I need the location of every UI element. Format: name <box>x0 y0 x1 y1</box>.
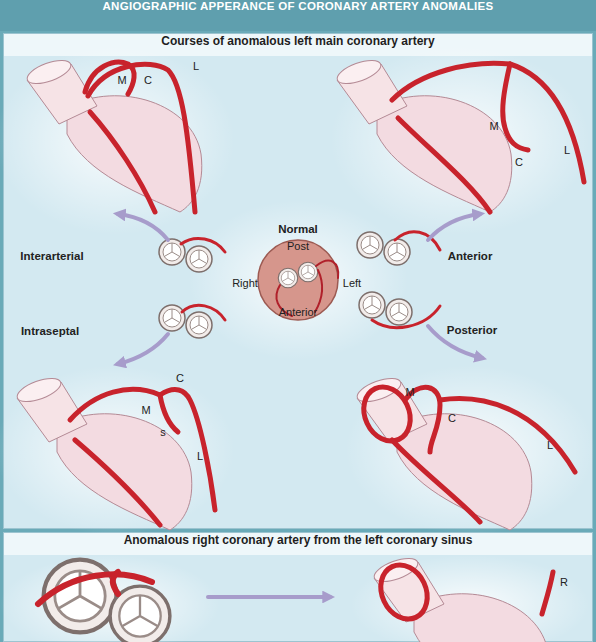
vessel <box>85 62 134 94</box>
vessel <box>372 306 440 328</box>
orientation-label: Post <box>287 240 309 252</box>
valve-pair <box>159 238 225 272</box>
glow <box>0 555 220 642</box>
arrow <box>428 326 482 358</box>
vessel <box>372 557 436 626</box>
arrow <box>428 214 480 240</box>
vessel <box>182 305 225 320</box>
view-label: Normal <box>278 223 318 235</box>
glow <box>330 45 590 235</box>
panel: Anomalous right coronary artery from the… <box>3 532 593 642</box>
valve <box>386 299 412 325</box>
valve <box>186 312 212 338</box>
vessel-letter: L <box>564 144 570 156</box>
glow <box>350 555 590 642</box>
valve-pair <box>159 305 225 338</box>
heart-outline <box>258 240 338 320</box>
vessel <box>113 572 118 594</box>
vessel <box>355 379 419 448</box>
vessel-letter: R <box>560 576 568 588</box>
course-label: Posterior <box>447 324 498 336</box>
valve <box>357 232 383 258</box>
vessel <box>75 440 160 525</box>
glow <box>0 365 235 535</box>
panel: Courses of anomalous left main coronary … <box>3 33 593 529</box>
coronary-vessels <box>70 389 215 525</box>
vessel <box>392 63 510 100</box>
arrow <box>118 334 168 364</box>
vessel <box>392 440 480 522</box>
vessel <box>395 232 440 250</box>
background-glows <box>0 45 595 642</box>
vessel <box>440 399 575 472</box>
valve <box>159 239 185 265</box>
vessel-letter: M <box>405 386 414 398</box>
heart-illustration <box>14 374 191 530</box>
large-valve-pair <box>38 560 170 642</box>
course-label: Interarterial <box>20 250 83 262</box>
vessel <box>542 572 553 614</box>
vessel <box>503 64 528 150</box>
valve <box>44 560 117 633</box>
vessel <box>38 574 152 604</box>
vessel-letter: C <box>515 156 523 168</box>
course-label: Intraseptal <box>21 325 79 337</box>
vessel-letter: M <box>117 74 126 86</box>
vessel <box>88 64 195 212</box>
orientation-label: Anterior <box>279 306 318 318</box>
coronary-vessels <box>392 63 584 212</box>
vessel <box>510 64 584 182</box>
heart-illustration <box>354 374 531 530</box>
vessel <box>160 390 215 510</box>
valve <box>110 586 170 642</box>
vessel <box>160 395 178 432</box>
vessel-letter: C <box>448 412 456 424</box>
coronary-vessels <box>355 379 575 522</box>
valve <box>278 268 298 288</box>
valve <box>159 305 185 331</box>
coronary-vessels <box>372 557 553 626</box>
glow <box>188 200 408 360</box>
vessel <box>276 261 338 316</box>
course-label: Anterior <box>448 250 493 262</box>
panel-heading: Anomalous right coronary artery from the… <box>4 533 592 555</box>
vessel-letter: s <box>160 426 166 438</box>
valve <box>186 246 212 272</box>
vessel-letter: M <box>141 404 150 416</box>
heart-illustration <box>371 554 548 642</box>
vessel <box>70 389 160 420</box>
valve <box>359 292 385 318</box>
glow <box>0 45 235 235</box>
normal-heart <box>258 240 338 320</box>
valve-pair <box>357 232 440 265</box>
valve-pair <box>359 292 440 328</box>
coronary-vessels <box>85 62 195 212</box>
arrows <box>118 214 482 597</box>
heart-illustration <box>334 56 511 212</box>
arrow <box>118 214 168 240</box>
vessel-letter: C <box>144 74 152 86</box>
vessel <box>90 112 155 212</box>
valve <box>384 239 410 265</box>
vessel-letter: C <box>176 372 184 384</box>
vessel <box>398 118 490 212</box>
arrow <box>208 595 330 599</box>
orientation-label: Right <box>232 277 258 289</box>
glow <box>345 365 595 535</box>
vessel <box>405 387 440 452</box>
vessel <box>181 238 225 252</box>
orientation-label: Left <box>343 277 361 289</box>
title-bar: ANGIOGRAPHIC APPERANCE OF CORONARY ARTER… <box>0 0 596 31</box>
valve <box>298 262 318 282</box>
vessel-letter: L <box>197 450 203 462</box>
heart-illustration <box>24 56 201 212</box>
vessel-letter: M <box>489 120 498 132</box>
vessel-letter: L <box>547 439 553 451</box>
panel-heading: Courses of anomalous left main coronary … <box>4 34 592 56</box>
vessel-letter: L <box>193 60 199 72</box>
